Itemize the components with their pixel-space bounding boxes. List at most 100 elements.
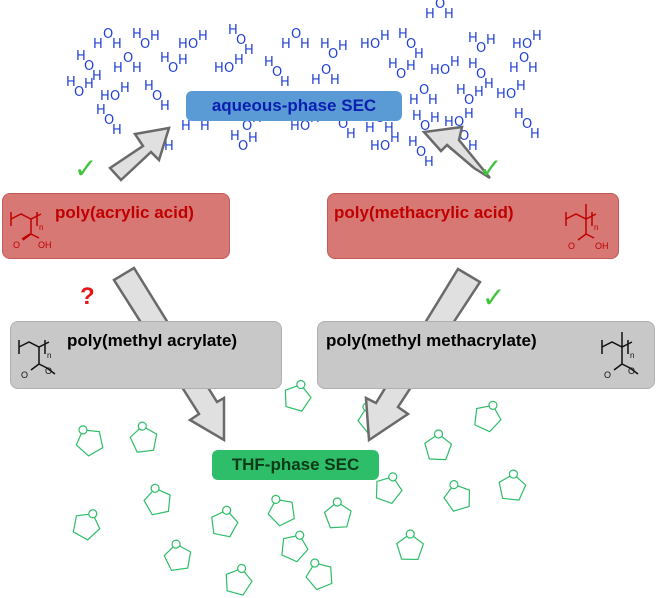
thf-molecule (498, 469, 527, 501)
water-hydrogen: H (388, 57, 398, 72)
poly-methyl-acrylate-text: poly(methyl acrylate) (67, 331, 238, 350)
water-hydrogen: H (365, 121, 375, 136)
water-oxygen: O (476, 67, 486, 82)
water-molecule: HOH (96, 103, 122, 138)
poly-methacrylic-acid-text: poly(methacrylic acid) (334, 203, 514, 222)
water-hydrogen: H (112, 123, 122, 138)
thf-molecule (143, 483, 171, 516)
water-hydrogen: H (93, 37, 103, 52)
water-hydrogen: H (398, 27, 408, 42)
water-hydrogen: H (280, 75, 290, 90)
water-oxygen: O (328, 47, 338, 62)
water-oxygen: O (416, 145, 426, 160)
aqueous-phase-sec-label: aqueous-phase SEC (186, 91, 402, 121)
water-molecule: HOH (311, 63, 340, 88)
water-hydrogen: H (409, 93, 419, 108)
water-hydrogen: H (248, 131, 258, 146)
thf-molecule (305, 558, 333, 591)
water-molecule: HOH (76, 49, 102, 84)
thf-molecule (375, 472, 403, 505)
water-hydrogen: H (76, 49, 86, 64)
water-oxygen: O (236, 33, 246, 48)
thf-molecule (424, 429, 453, 461)
thf-molecule (129, 421, 158, 453)
carbonyl-o: O (21, 370, 28, 380)
water-molecule: HOH (228, 23, 254, 58)
subscript-n: n (630, 351, 634, 360)
poly-methyl-acrylate-box: n O O poly(methyl acrylate) (10, 321, 282, 389)
water-oxygen: O (476, 41, 486, 56)
water-hydrogen: H (132, 61, 142, 76)
water-hydrogen: H (414, 47, 424, 62)
water-hydrogen: H (92, 69, 102, 84)
poly-methacrylic-acid-box: poly(methacrylic acid) n O OH (327, 193, 619, 259)
subscript-n: n (47, 351, 51, 360)
water-hydrogen: H (120, 81, 130, 96)
thf-molecules (72, 379, 527, 596)
water-oxygen: O (321, 63, 331, 78)
water-oxygen: O (380, 139, 390, 154)
water-hydrogen: H (532, 29, 542, 44)
water-oxygen: O (440, 63, 450, 78)
water-oxygen: O (84, 59, 94, 74)
water-hydrogen: H (412, 109, 422, 124)
water-hydrogen: H (430, 63, 440, 78)
water-hydrogen: H (84, 77, 94, 92)
water-oxygen: O (238, 139, 248, 154)
water-hydrogen: H (281, 37, 291, 52)
water-hydrogen: H (456, 83, 466, 98)
water-hydrogen: H (330, 73, 340, 88)
water-hydrogen: H (530, 127, 540, 142)
ester-o: O (628, 366, 635, 376)
water-hydrogen: H (100, 89, 110, 104)
water-molecule: HOH (144, 79, 170, 114)
water-hydrogen: H (132, 27, 142, 42)
water-hydrogen: H (406, 59, 416, 74)
water-hydrogen: H (474, 85, 484, 100)
thf-molecule (443, 480, 471, 512)
question-mark-icon-pma-thf: ? (80, 283, 95, 310)
thf-molecule (72, 509, 101, 541)
water-hydrogen: H (424, 155, 434, 170)
water-molecule: HOH (113, 51, 142, 76)
thf-molecule (396, 529, 425, 561)
water-hydrogen: H (96, 103, 106, 118)
water-molecule: HOH (320, 37, 348, 62)
water-hydrogen: H (320, 37, 330, 52)
water-oxygen: O (519, 51, 529, 66)
water-molecule: HOH (456, 83, 484, 108)
arrow-paa-to-aqueous (108, 126, 171, 182)
water-hydrogen: H (370, 139, 380, 154)
water-hydrogen: H (230, 129, 240, 144)
thf-phase-sec-text: THF-phase SEC (231, 455, 360, 474)
water-hydrogen: H (200, 119, 210, 134)
water-oxygen: O (464, 93, 474, 108)
water-oxygen: O (300, 119, 310, 134)
water-molecule: HOH (66, 75, 94, 100)
poly-acrylic-acid-text: poly(acrylic acid) (55, 203, 194, 222)
water-hydrogen: H (346, 127, 356, 142)
water-oxygen: O (522, 117, 532, 132)
poly-methyl-methacrylate-text: poly(methyl methacrylate) (326, 331, 537, 350)
water-oxygen: O (459, 129, 469, 144)
water-hydrogen: H (181, 119, 191, 134)
water-molecule: HOH (412, 109, 440, 134)
water-hydrogen: H (338, 39, 348, 54)
water-hydrogen: H (380, 29, 390, 44)
thf-molecule (474, 400, 502, 433)
water-hydrogen: H (464, 107, 474, 122)
water-oxygen: O (152, 89, 162, 104)
water-oxygen: O (104, 113, 114, 128)
water-hydrogen: H (264, 55, 274, 70)
water-hydrogen: H (384, 121, 394, 136)
water-oxygen: O (74, 85, 84, 100)
water-molecule: HOH (408, 135, 434, 170)
